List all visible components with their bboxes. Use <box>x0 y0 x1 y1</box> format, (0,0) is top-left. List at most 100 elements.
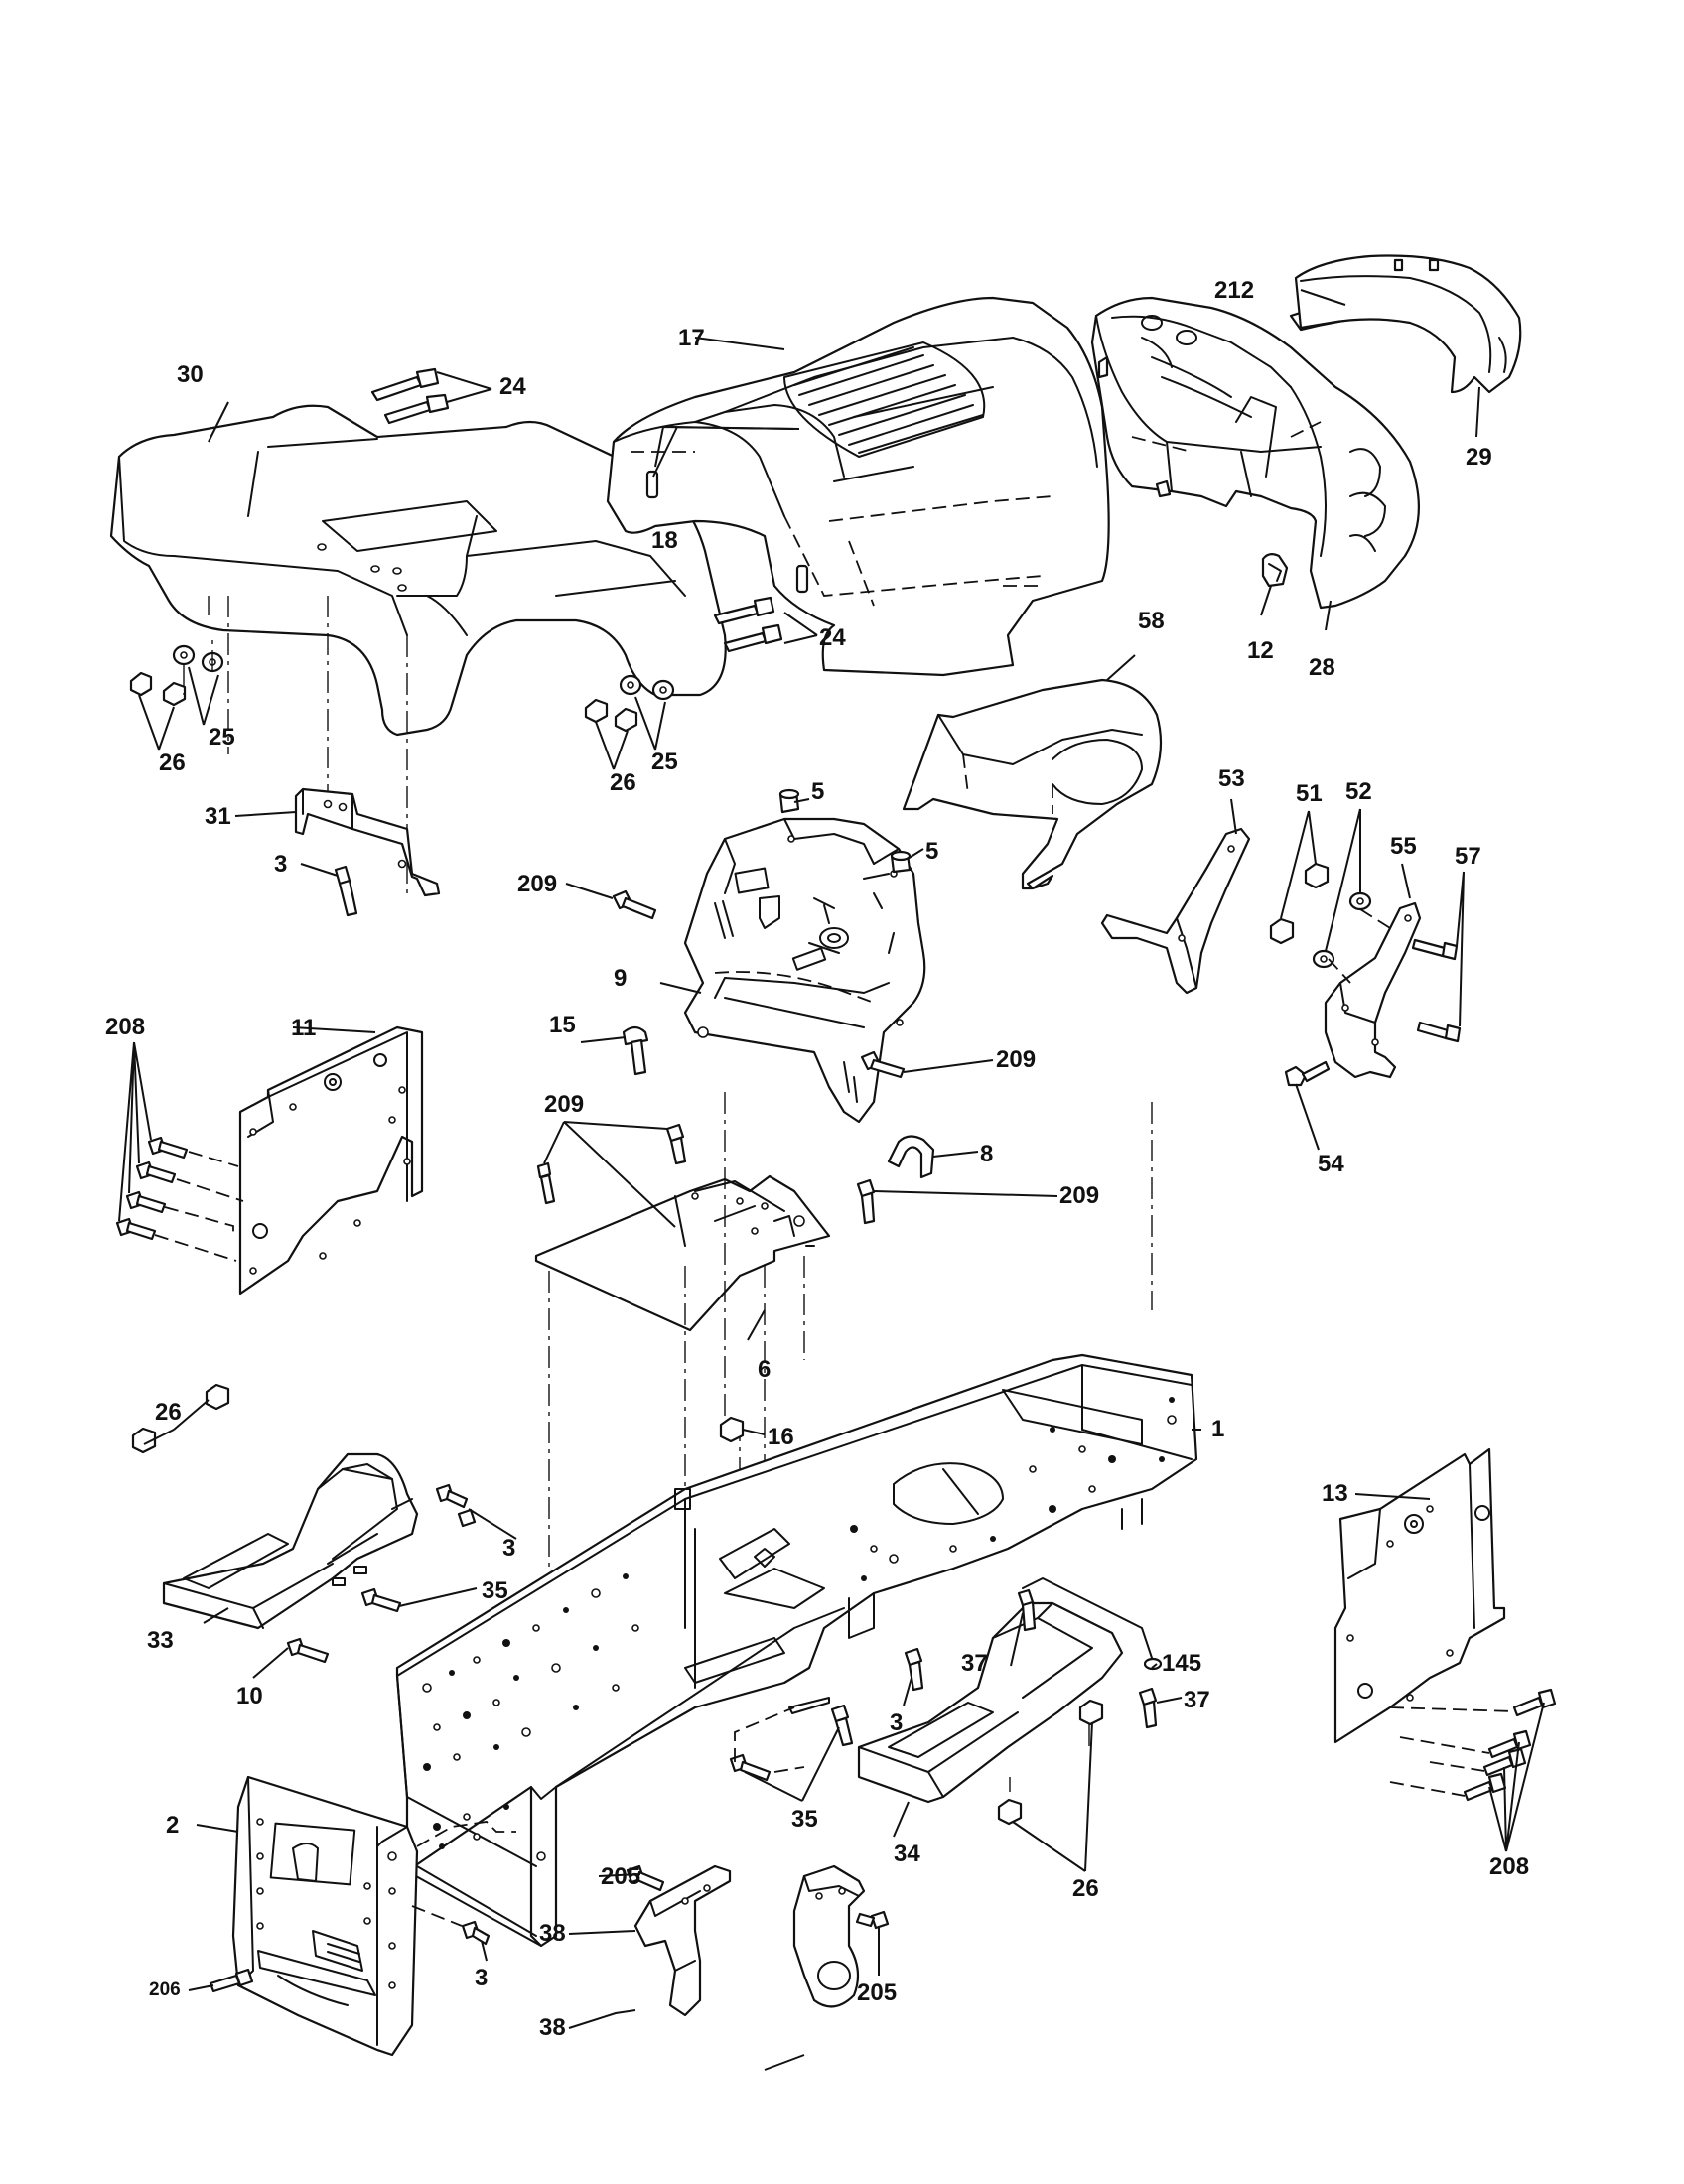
frame-hole <box>532 1624 540 1632</box>
label-212: 212 <box>1214 277 1254 304</box>
label-209: 209 <box>1059 1182 1099 1209</box>
label-209: 209 <box>544 1091 584 1118</box>
label-25: 25 <box>209 724 235 751</box>
frame-hole <box>463 1813 471 1821</box>
part-30-fender <box>109 404 727 737</box>
part-58-baffle <box>902 678 1163 890</box>
bolts-24-lower <box>713 596 783 653</box>
label-208: 208 <box>1489 1853 1529 1880</box>
part-29-bezel <box>1294 254 1522 394</box>
bolt-3-footrest <box>435 1483 477 1528</box>
label-55: 55 <box>1390 833 1417 860</box>
part-38-bracket-left <box>633 1864 732 2017</box>
frame-hole <box>593 1645 599 1651</box>
frame-hole <box>889 1554 899 1564</box>
frame-hole <box>1078 1445 1086 1453</box>
label-5: 5 <box>925 838 938 865</box>
label-9: 9 <box>614 965 627 992</box>
frame-hole <box>1159 1456 1165 1462</box>
label-3: 3 <box>274 851 287 878</box>
plugs-5 <box>778 788 912 874</box>
bolts-37 <box>1017 1588 1158 1729</box>
label-53: 53 <box>1218 765 1245 792</box>
label-16: 16 <box>768 1424 794 1450</box>
frame-hole <box>632 1624 639 1632</box>
nuts-26-right <box>997 1699 1104 1826</box>
frame-hole <box>1167 1415 1177 1425</box>
frame-hole <box>449 1670 455 1676</box>
part-17-hood <box>606 296 1110 677</box>
bolts-24-upper <box>370 367 450 425</box>
washers-52 <box>1312 891 1372 969</box>
label-8: 8 <box>980 1141 993 1167</box>
label-58: 58 <box>1138 608 1165 634</box>
label-3: 3 <box>475 1965 488 1991</box>
bolts-208-right <box>1463 1688 1557 1802</box>
part-2-bracket <box>231 1775 419 2057</box>
frame-hole <box>502 1639 510 1647</box>
label-54: 54 <box>1318 1151 1344 1177</box>
label-34: 34 <box>894 1841 920 1867</box>
label-33: 33 <box>147 1627 174 1654</box>
part-28-grille <box>1090 296 1420 610</box>
frame-hole <box>453 1753 461 1761</box>
callout-labels: 17 30 24 24 18 212 29 12 28 58 25 26 25 … <box>105 277 1529 2041</box>
frame-hole <box>612 1684 620 1692</box>
part-38-bracket-right <box>792 1864 866 2008</box>
label-15: 15 <box>549 1012 576 1038</box>
label-57: 57 <box>1455 843 1481 870</box>
part-31-bracket <box>294 787 441 897</box>
frame-hole <box>422 1683 432 1693</box>
frame-hole <box>473 1833 481 1841</box>
nuts-26-left <box>131 1383 230 1454</box>
bolts-57 <box>1411 938 1462 1043</box>
frame-hole <box>473 1656 481 1664</box>
bolt-206 <box>209 1968 254 1993</box>
frame-hole <box>563 1607 569 1613</box>
frame-hole <box>433 1723 441 1731</box>
label-205: 205 <box>601 1863 640 1890</box>
frame-hole <box>850 1525 858 1533</box>
frame-hole <box>573 1705 579 1710</box>
label-145: 145 <box>1162 1650 1201 1677</box>
nuts-washers-center <box>584 674 675 733</box>
label-35: 35 <box>482 1577 508 1604</box>
label-17: 17 <box>678 325 705 351</box>
label-24: 24 <box>499 373 526 400</box>
part-13-side-panel <box>1333 1447 1506 1744</box>
label-13: 13 <box>1322 1480 1348 1507</box>
label-26: 26 <box>1072 1875 1099 1902</box>
washer-145 <box>1143 1657 1163 1671</box>
label-29: 29 <box>1466 444 1492 471</box>
part-53-bracket <box>1100 827 1251 995</box>
label-38: 38 <box>539 2014 566 2041</box>
part-6-plate <box>534 1174 831 1332</box>
frame-hole <box>1088 1485 1096 1493</box>
part-9-dash <box>683 817 926 1124</box>
label-206: 206 <box>149 1979 181 2000</box>
nuts-51 <box>1269 862 1330 945</box>
part-34-footrest <box>857 1601 1124 1804</box>
part-18-pins <box>645 470 809 594</box>
leader-lines <box>118 289 1545 2071</box>
frame-hole <box>536 1851 546 1861</box>
label-6: 6 <box>758 1356 771 1383</box>
frame-hole <box>949 1545 957 1553</box>
frame-hole <box>1169 1397 1175 1403</box>
label-38: 38 <box>539 1920 566 1947</box>
label-1: 1 <box>1211 1416 1224 1442</box>
label-2: 2 <box>166 1812 179 1839</box>
frame-hole <box>1049 1505 1056 1513</box>
frame-hole <box>551 1663 561 1673</box>
label-24: 24 <box>819 624 846 651</box>
label-25: 25 <box>651 749 678 775</box>
label-10: 10 <box>236 1683 263 1709</box>
label-11: 11 <box>291 1015 316 1041</box>
label-37: 37 <box>961 1650 988 1677</box>
part-33-footrest <box>162 1452 419 1630</box>
label-30: 30 <box>177 361 204 388</box>
frame-hole <box>1029 1465 1037 1473</box>
frame-hole <box>623 1573 629 1579</box>
frame-hole <box>861 1575 867 1581</box>
